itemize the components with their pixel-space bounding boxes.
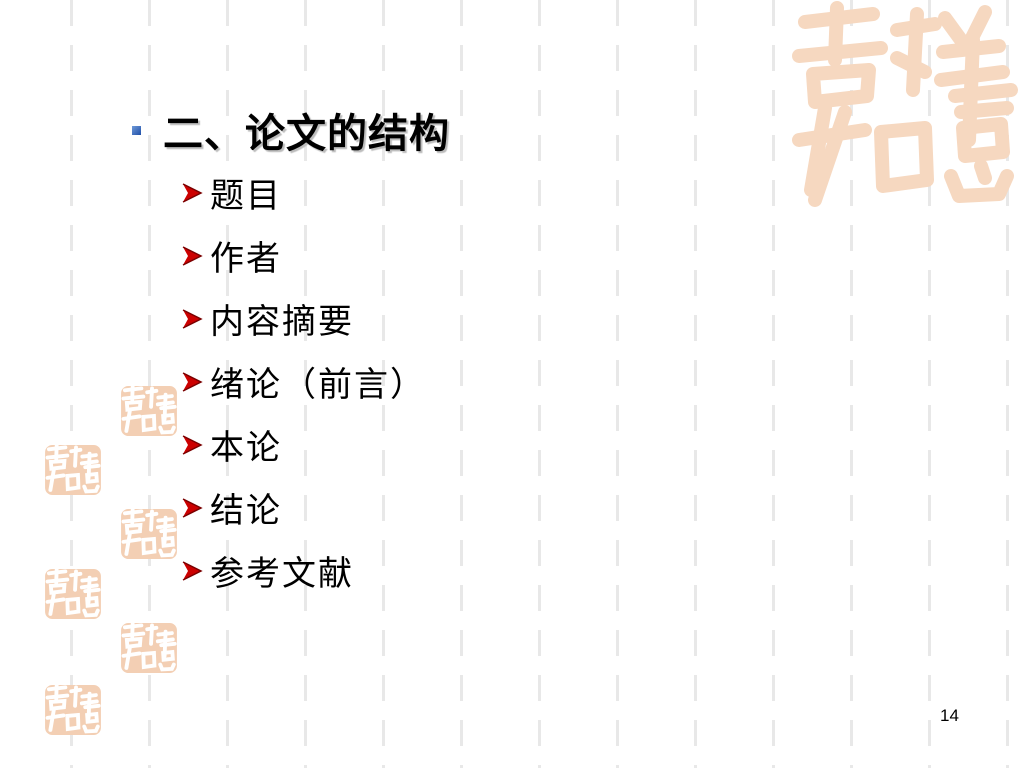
list-item-text: 题目	[210, 176, 282, 216]
list-item: 绪论（前言）	[180, 350, 730, 413]
list-item-text: 结论	[210, 491, 282, 531]
calligraphy-seal-small	[45, 684, 101, 736]
calligraphy-seal-large	[792, 1, 1018, 207]
arrow-bullet-icon	[182, 182, 203, 203]
list-item: 内容摘要	[180, 287, 730, 350]
list-item-text: 内容摘要	[210, 302, 354, 342]
heading-text: 二、论文的结构	[163, 111, 450, 157]
arrow-bullet-icon	[182, 245, 203, 266]
arrow-bullet-icon	[182, 497, 203, 518]
list-item-text: 本论	[210, 428, 282, 468]
calligraphy-seal-small	[45, 568, 101, 620]
slide-heading: 二、论文的结构	[130, 105, 730, 157]
arrow-bullet-icon	[182, 308, 203, 329]
list-item: 题目	[180, 161, 730, 224]
list-item: 本论	[180, 413, 730, 476]
list-item-text: 参考文献	[210, 554, 354, 594]
arrow-bullet-icon	[182, 434, 203, 455]
list-item-text: 绪论（前言）	[210, 365, 426, 405]
calligraphy-seal-small	[121, 622, 177, 674]
arrow-bullet-icon	[182, 560, 203, 581]
list-item: 作者	[180, 224, 730, 287]
list-item-text: 作者	[210, 239, 282, 279]
list-item: 结论	[180, 476, 730, 539]
slide-content: 二、论文的结构 题目 作者	[130, 105, 730, 602]
page-number: 14	[940, 706, 959, 725]
list-item: 参考文献	[180, 539, 730, 602]
arrow-bullet-icon	[182, 371, 203, 392]
structure-list: 题目 作者 内容摘要 绪论（	[130, 161, 730, 602]
square-bullet-icon	[132, 125, 141, 135]
calligraphy-seal-small	[45, 444, 101, 496]
